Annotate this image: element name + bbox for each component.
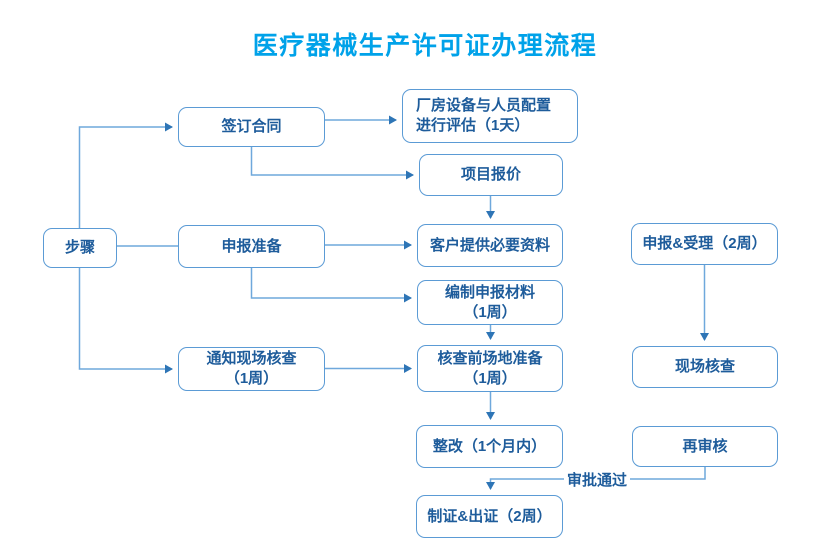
node-sign-contract: 签订合同 [178, 107, 325, 147]
connector-steps-to-sign-contract [78, 122, 173, 228]
connector-steps-to-notify-onsite [78, 268, 173, 374]
node-pre-inspection-site-prep: 核查前场地准备 （1周） [417, 345, 563, 392]
node-project-quote: 项目报价 [419, 154, 563, 196]
connector-declare-prep-to-compile-materials [250, 268, 412, 303]
node-facility-staff-assessment: 厂房设备与人员配置 进行评估（1天） [402, 89, 578, 143]
node-notify-onsite-inspection: 通知现场核查 （1周） [178, 347, 325, 391]
connector-sign-contract-to-quote [250, 147, 414, 180]
node-steps: 步骤 [43, 228, 117, 268]
node-declare-prep: 申报准备 [178, 225, 325, 268]
node-compile-declaration-materials: 编制申报材料 （1周） [417, 280, 563, 325]
node-customer-materials: 客户提供必要资料 [417, 224, 563, 267]
node-declare-and-accept: 申报&受理（2周） [631, 223, 778, 265]
page-title: 医疗器械生产许可证办理流程 [252, 32, 598, 60]
node-re-review: 再审核 [632, 426, 778, 467]
node-onsite-inspection: 现场核查 [632, 346, 778, 388]
node-rectification: 整改（1个月内） [416, 425, 563, 468]
node-issue-certificate: 制证&出证（2周） [416, 495, 563, 538]
edge-label-approval-passed: 审批通过 [564, 469, 631, 490]
